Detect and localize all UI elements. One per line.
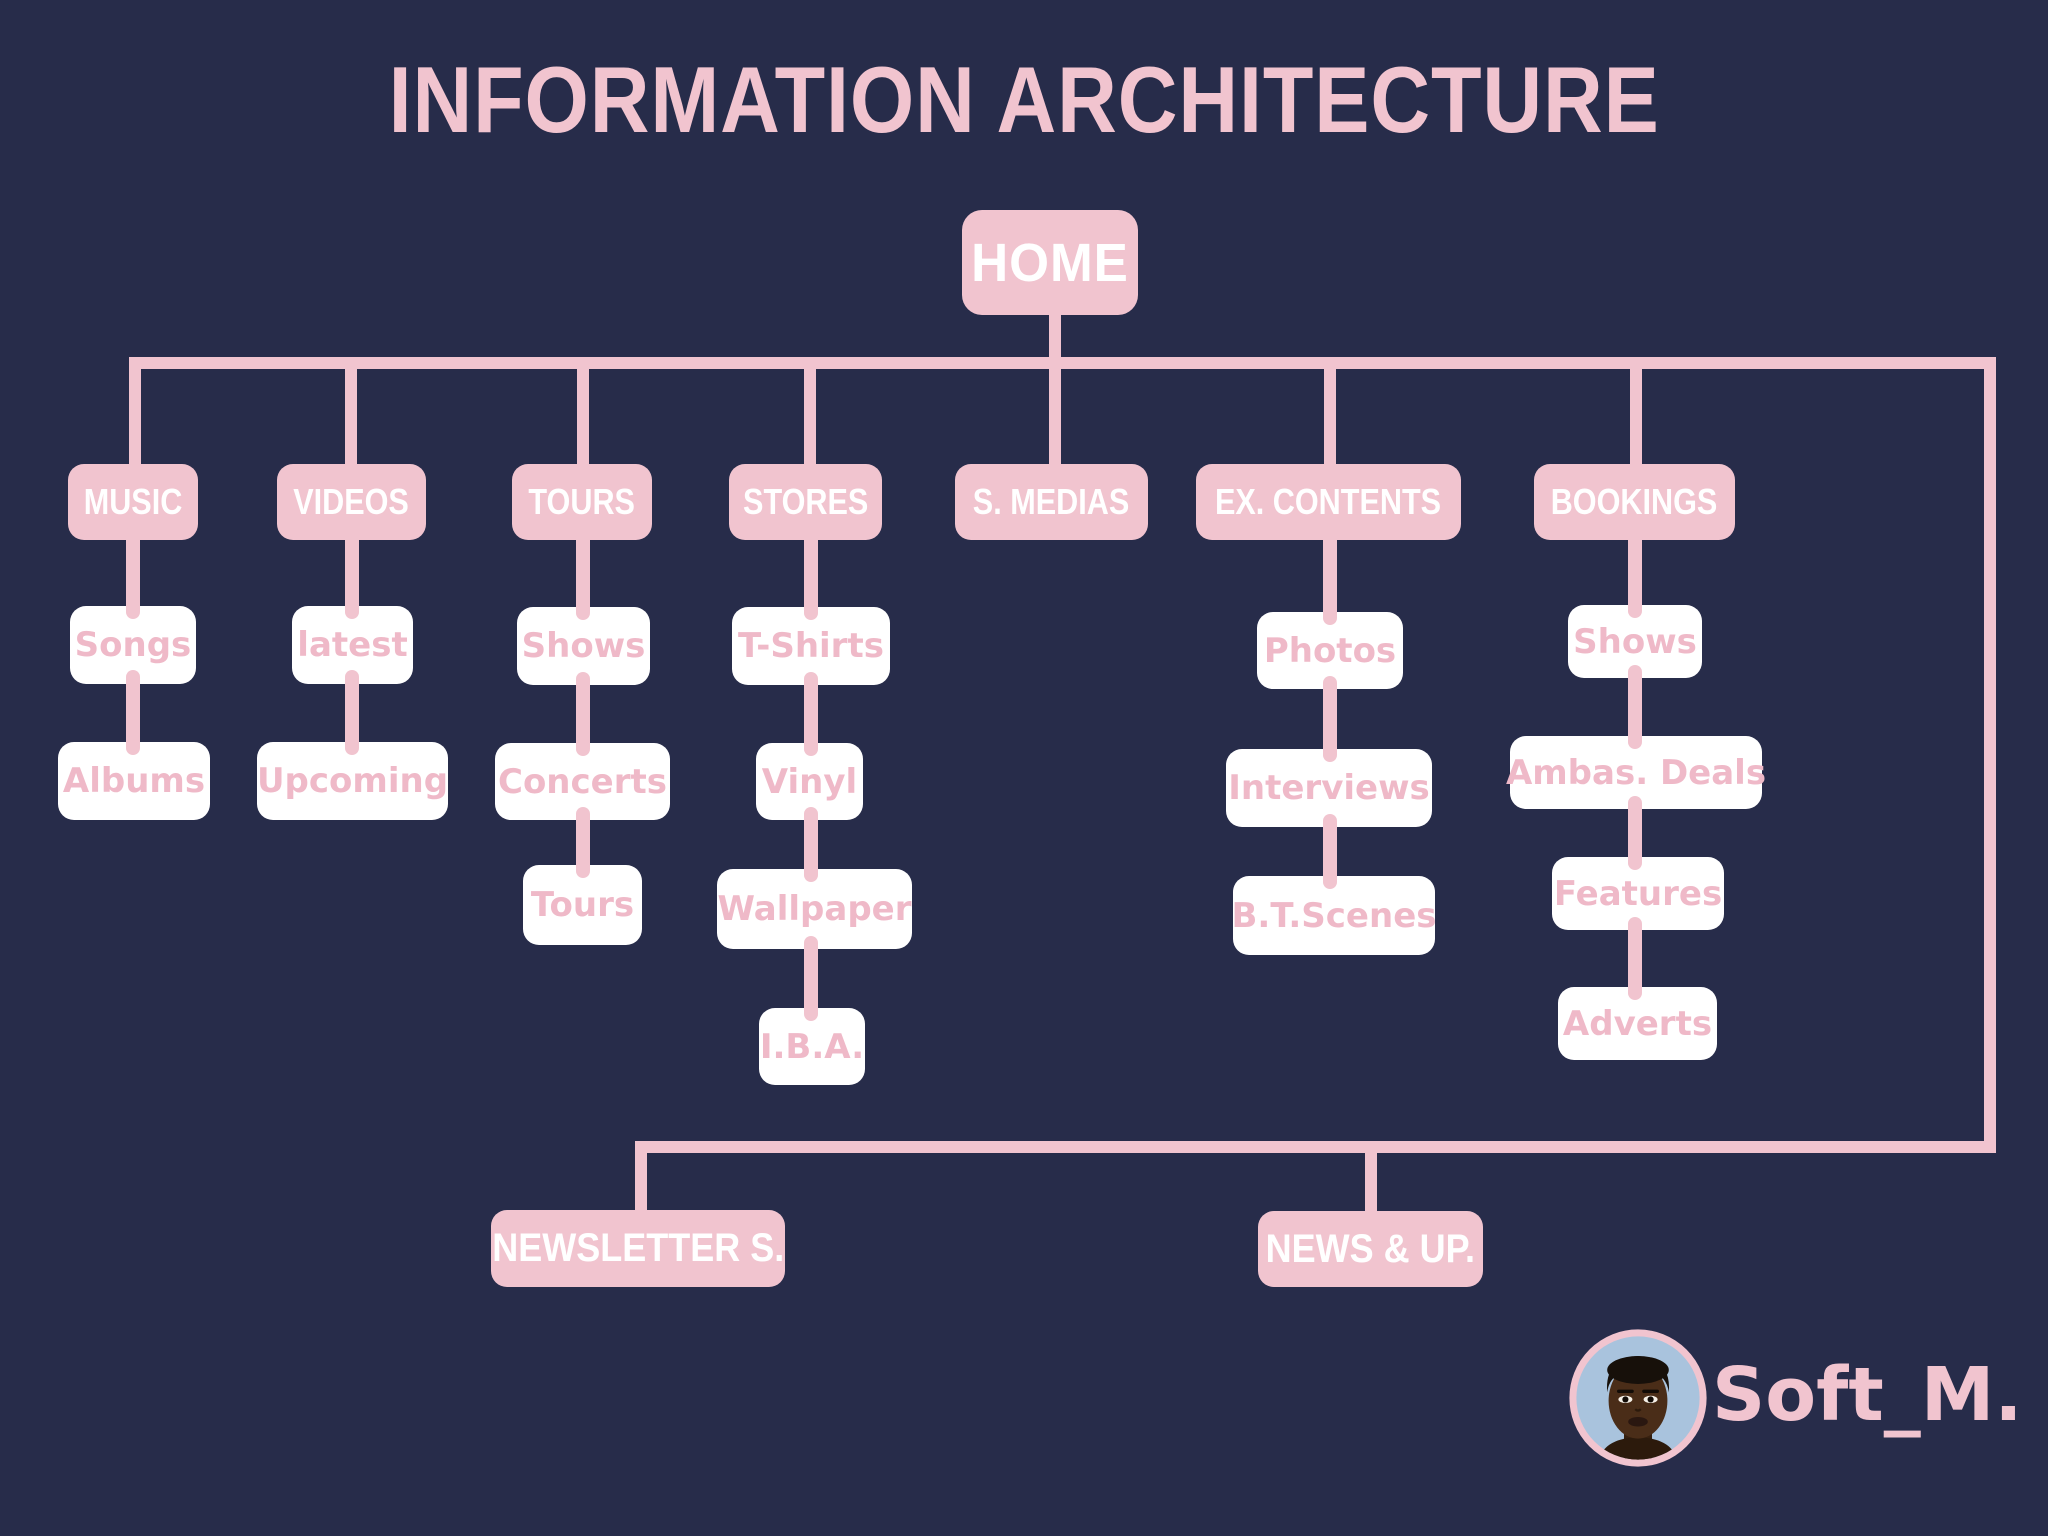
page-title: INFORMATION ARCHITECTURE — [388, 47, 1660, 152]
node-newsletter: NEWSLETTER S. — [491, 1210, 785, 1287]
connector-tours-2 — [576, 672, 590, 756]
avatar-illustration — [1569, 1329, 1707, 1467]
connector-right-vertical — [1984, 357, 1996, 1153]
connector-drop-tours — [577, 357, 589, 478]
node-albums: Albums — [58, 742, 210, 820]
connector-stores-4 — [804, 936, 818, 1021]
connector-tours-1 — [576, 526, 590, 620]
connector-stores-3 — [804, 807, 818, 882]
connector-drop-bookings — [1630, 357, 1642, 478]
connector-bottom-horizontal — [635, 1141, 1996, 1153]
connector-book-4 — [1628, 917, 1642, 1000]
node-upcoming: Upcoming — [257, 742, 448, 820]
connector-home-drop — [1049, 315, 1061, 476]
connector-drop-stores — [804, 357, 816, 478]
connector-drop-newsup — [1365, 1153, 1377, 1215]
connector-book-1 — [1628, 526, 1642, 618]
node-wallpaper: Wallpaper — [717, 869, 912, 949]
node-s-medias: S. MEDIAS — [955, 464, 1148, 540]
node-latest: latest — [292, 606, 413, 684]
node-home-label: HOME — [971, 232, 1129, 293]
connector-top-horizontal — [129, 357, 1996, 369]
connector-videos-2 — [345, 670, 359, 755]
node-tours-sub: Tours — [523, 865, 642, 945]
author-name: Soft_M. — [1712, 1352, 2023, 1438]
node-iba: I.B.A. — [759, 1008, 865, 1085]
connector-ex-2 — [1323, 676, 1337, 762]
node-features: Features — [1552, 857, 1724, 930]
connector-ex-1 — [1323, 526, 1337, 625]
connector-book-2 — [1628, 665, 1642, 749]
connector-book-3 — [1628, 796, 1642, 870]
connector-drop-excontents — [1324, 357, 1336, 478]
portrait-avatar — [1568, 1328, 1708, 1468]
connector-music-1 — [126, 526, 140, 619]
node-stores: STORES — [729, 464, 882, 540]
connector-tours-3 — [576, 807, 590, 878]
node-home: HOME — [962, 210, 1138, 315]
connector-stores-1 — [804, 526, 818, 620]
node-concerts: Concerts — [495, 743, 670, 820]
connector-stores-2 — [804, 672, 818, 756]
node-ex-contents: EX. CONTENTS — [1196, 464, 1461, 540]
node-btscenes: B.T.Scenes — [1232, 876, 1437, 955]
connector-drop-newsletter — [635, 1147, 647, 1215]
connector-drop-music — [129, 357, 141, 478]
connector-music-2 — [126, 670, 140, 755]
node-news-up: NEWS & UP. — [1258, 1211, 1483, 1287]
node-bookings: BOOKINGS — [1534, 464, 1735, 540]
node-interviews: Interviews — [1226, 749, 1432, 827]
connector-ex-3 — [1323, 814, 1337, 889]
connector-drop-videos — [345, 357, 357, 478]
connector-videos-1 — [345, 526, 359, 619]
